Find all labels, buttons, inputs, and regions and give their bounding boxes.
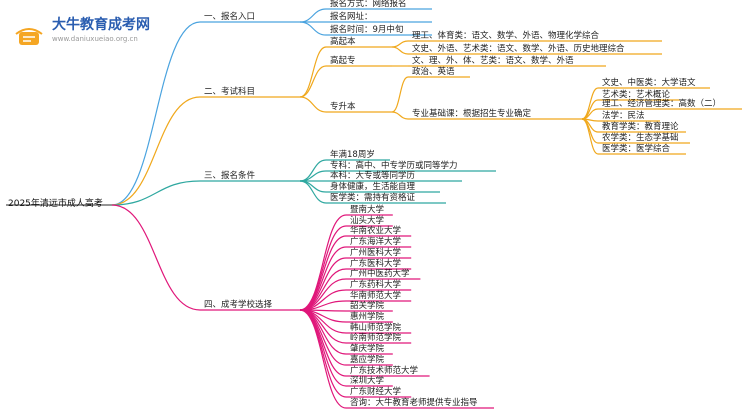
- leaf-node: 暨南大学: [350, 205, 385, 215]
- leaf-node: 嘉应学院: [350, 355, 385, 365]
- leaf-node: 广东财经大学: [350, 387, 402, 397]
- leaf-node: 广州中医药大学: [350, 269, 410, 279]
- edge-leaf: [299, 180, 327, 193]
- edge-b3: [111, 180, 201, 206]
- leaf-node: 艺术类：艺术概论: [602, 90, 671, 100]
- leaf-node: 广州医科大学: [350, 248, 402, 258]
- leaf-node: 报名时间：9月中旬: [330, 25, 404, 35]
- sub-node: 专升本: [330, 102, 356, 112]
- leaf-node: 文史、中医类：大学语文: [602, 78, 696, 88]
- logo-icon: [14, 20, 44, 48]
- edge-b4: [111, 204, 201, 311]
- leaf-node: 理工、经济管理类：高数（二）: [602, 99, 722, 109]
- edge-leaf: [299, 268, 347, 311]
- edge-b1: [111, 21, 201, 206]
- root-node: 2025年清远市成人高考: [8, 199, 103, 209]
- edge-sub: [299, 46, 327, 98]
- leaf-node: 报名网址：: [330, 12, 373, 22]
- edge-leaf: [299, 309, 347, 409]
- edge-leaf: [299, 180, 327, 204]
- leaf-node: 农学类：生态学基础: [602, 133, 679, 143]
- leaf-node: 政治、英语: [412, 67, 455, 77]
- leaf-node: 咨询：大牛教育老师提供专业指导: [350, 398, 478, 408]
- leaf-node: 文、理、外、体、艺类：语文、数学、外语: [412, 56, 574, 66]
- leaf-node: 华南师范大学: [350, 291, 402, 301]
- edge-leaf: [391, 111, 409, 120]
- leaf-node: 教育学类：教育理论: [602, 122, 679, 132]
- edge-leaf: [299, 170, 327, 182]
- branch-label: 四、成考学校选择: [204, 300, 273, 310]
- leaf-node: 广东医科大学: [350, 259, 402, 269]
- leaf-node: 专科：高中、中专学历或同等学力: [330, 161, 458, 171]
- leaf-node: 广东药科大学: [350, 280, 402, 290]
- leaf-node: 韩山师范学院: [350, 323, 402, 333]
- leaf-node: 韶关学院: [350, 301, 385, 311]
- sub-node: 高起本: [330, 37, 356, 47]
- edge-leaf: [299, 309, 347, 377]
- edge-leaf: [581, 118, 599, 155]
- edge-leaf: [391, 76, 409, 113]
- edge-leaf: [299, 8, 327, 23]
- edge-sub: [299, 65, 327, 98]
- leaf-node: 报名方式：网络报名: [330, 0, 407, 9]
- leaf-node: 理工、体育类：语文、数学、外语、物理化学综合: [412, 31, 600, 41]
- branch-label: 二、考试科目: [204, 87, 256, 97]
- edge-leaf: [391, 46, 409, 55]
- branch-label: 三、报名条件: [204, 171, 256, 181]
- leaf-node: 本科：大专或等同学历: [330, 171, 416, 181]
- edge-sub: [299, 96, 327, 113]
- leaf-node: 专业基础课：根据招生专业确定: [412, 109, 532, 119]
- leaf-node: 身体健康，生活能自理: [330, 182, 416, 192]
- brand-url: www.daniuxueiao.org.cn: [52, 35, 138, 43]
- leaf-node: 汕头大学: [350, 216, 385, 226]
- leaf-node: 年满18周岁: [330, 150, 375, 160]
- leaf-node: 医学类：需持有资格证: [330, 193, 416, 203]
- leaf-node: 华南农业大学: [350, 226, 402, 236]
- sub-node: 高起专: [330, 56, 356, 66]
- leaf-node: 广东海洋大学: [350, 237, 402, 247]
- edge-leaf: [299, 159, 327, 182]
- leaf-node: 文史、外语、艺术类：语文、数学、外语、历史地理综合: [412, 44, 625, 54]
- edge-b2: [111, 96, 201, 206]
- leaf-node: 惠州学院: [350, 312, 385, 322]
- branch-label: 一、报名入口: [204, 12, 256, 22]
- brand-name: 大牛教育成考网: [52, 17, 150, 33]
- edge-leaf: [391, 40, 409, 48]
- leaf-node: 岭南师范学院: [350, 333, 402, 343]
- leaf-node: 深圳大学: [350, 376, 385, 386]
- leaf-node: 广东技术师范大学: [350, 366, 419, 376]
- leaf-node: 法学：民法: [602, 111, 645, 121]
- edge-leaf: [299, 235, 347, 311]
- edge-leaf: [299, 21, 327, 36]
- leaf-node: 医学类：医学综合: [602, 144, 671, 154]
- leaf-node: 肇庆学院: [350, 344, 385, 354]
